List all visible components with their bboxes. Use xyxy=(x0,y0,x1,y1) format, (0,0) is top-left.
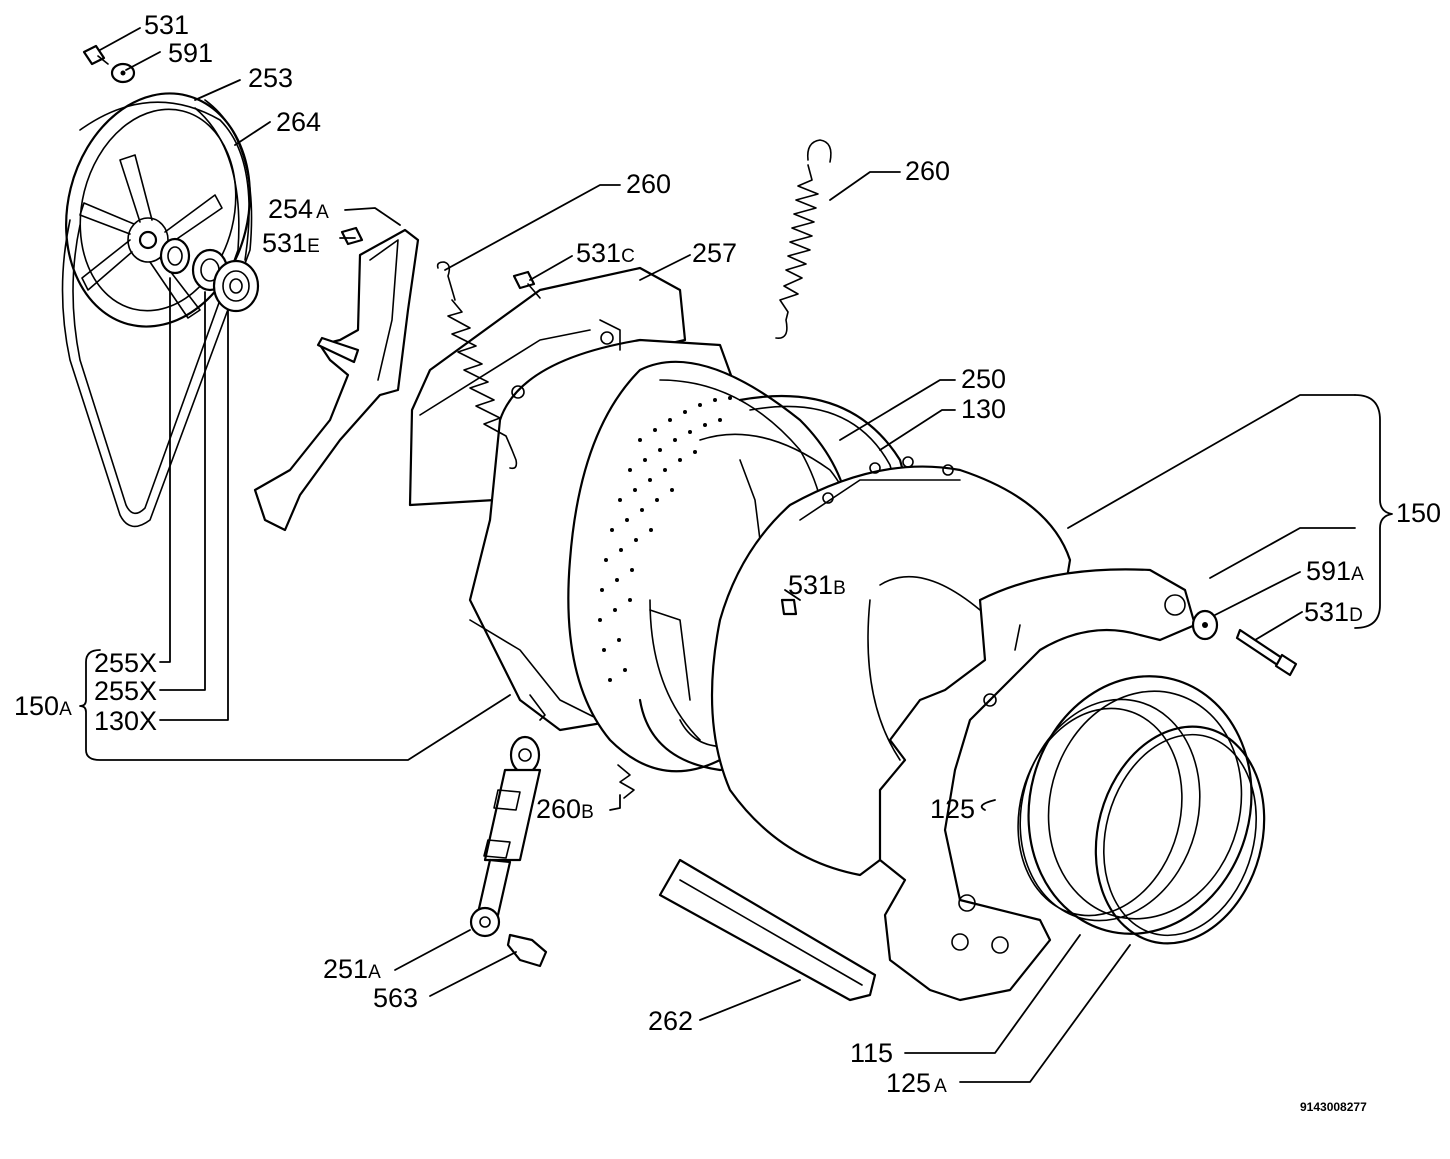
label-257: 257 xyxy=(692,238,737,268)
label-260b: 260B xyxy=(536,794,594,824)
washer-591a xyxy=(1191,609,1219,641)
tub-spider-arm-254a xyxy=(253,228,420,532)
clip-260b xyxy=(617,764,635,799)
bearing-255x-1 xyxy=(159,237,191,275)
label-260-right: 260 xyxy=(905,156,950,186)
drum-perforations xyxy=(598,396,732,682)
label-253: 253 xyxy=(248,63,293,93)
screw-531 xyxy=(82,44,109,66)
label-531b: 531B xyxy=(788,570,846,600)
screw-531b xyxy=(780,598,798,616)
seal-130x xyxy=(212,259,260,313)
label-531: 531 xyxy=(144,10,189,40)
shock-absorber-251a xyxy=(469,735,542,938)
label-591a: 591A xyxy=(1306,556,1364,586)
label-255x-1: 255X xyxy=(94,648,157,678)
spring-260-left xyxy=(436,261,518,470)
clamp-ring-125a xyxy=(1094,725,1266,945)
label-255x-2: 255X xyxy=(94,676,157,706)
label-130: 130 xyxy=(961,394,1006,424)
door-bellows-125 xyxy=(1017,675,1253,935)
screw-531c xyxy=(512,270,541,299)
label-250: 250 xyxy=(961,364,1006,394)
front-tub-shell xyxy=(710,456,1072,877)
label-125: 125 xyxy=(930,794,975,824)
weight-bar-262 xyxy=(658,858,877,1002)
label-591: 591 xyxy=(168,38,213,68)
label-264: 264 xyxy=(276,107,321,137)
label-531c: 531C xyxy=(576,238,635,268)
label-150a: 150A xyxy=(14,691,72,721)
front-counterweight xyxy=(878,568,1197,1002)
document-number: 9143008277 xyxy=(1300,1100,1367,1114)
label-150: 150 xyxy=(1396,498,1441,528)
label-251a: 251A xyxy=(323,954,381,984)
label-531d: 531D xyxy=(1304,597,1363,627)
spring-260-right xyxy=(775,139,832,339)
label-262: 262 xyxy=(648,1006,693,1036)
label-115: 115 xyxy=(850,1038,893,1068)
label-563: 563 xyxy=(373,983,418,1013)
label-130x: 130X xyxy=(94,706,157,736)
bolt-531d xyxy=(1235,628,1298,677)
leader-lines xyxy=(79,27,1393,1083)
pin-563 xyxy=(506,933,548,968)
screw-531e xyxy=(340,226,364,246)
label-260-left: 260 xyxy=(626,169,671,199)
belt-264 xyxy=(61,99,253,528)
label-531e: 531E xyxy=(262,228,320,258)
